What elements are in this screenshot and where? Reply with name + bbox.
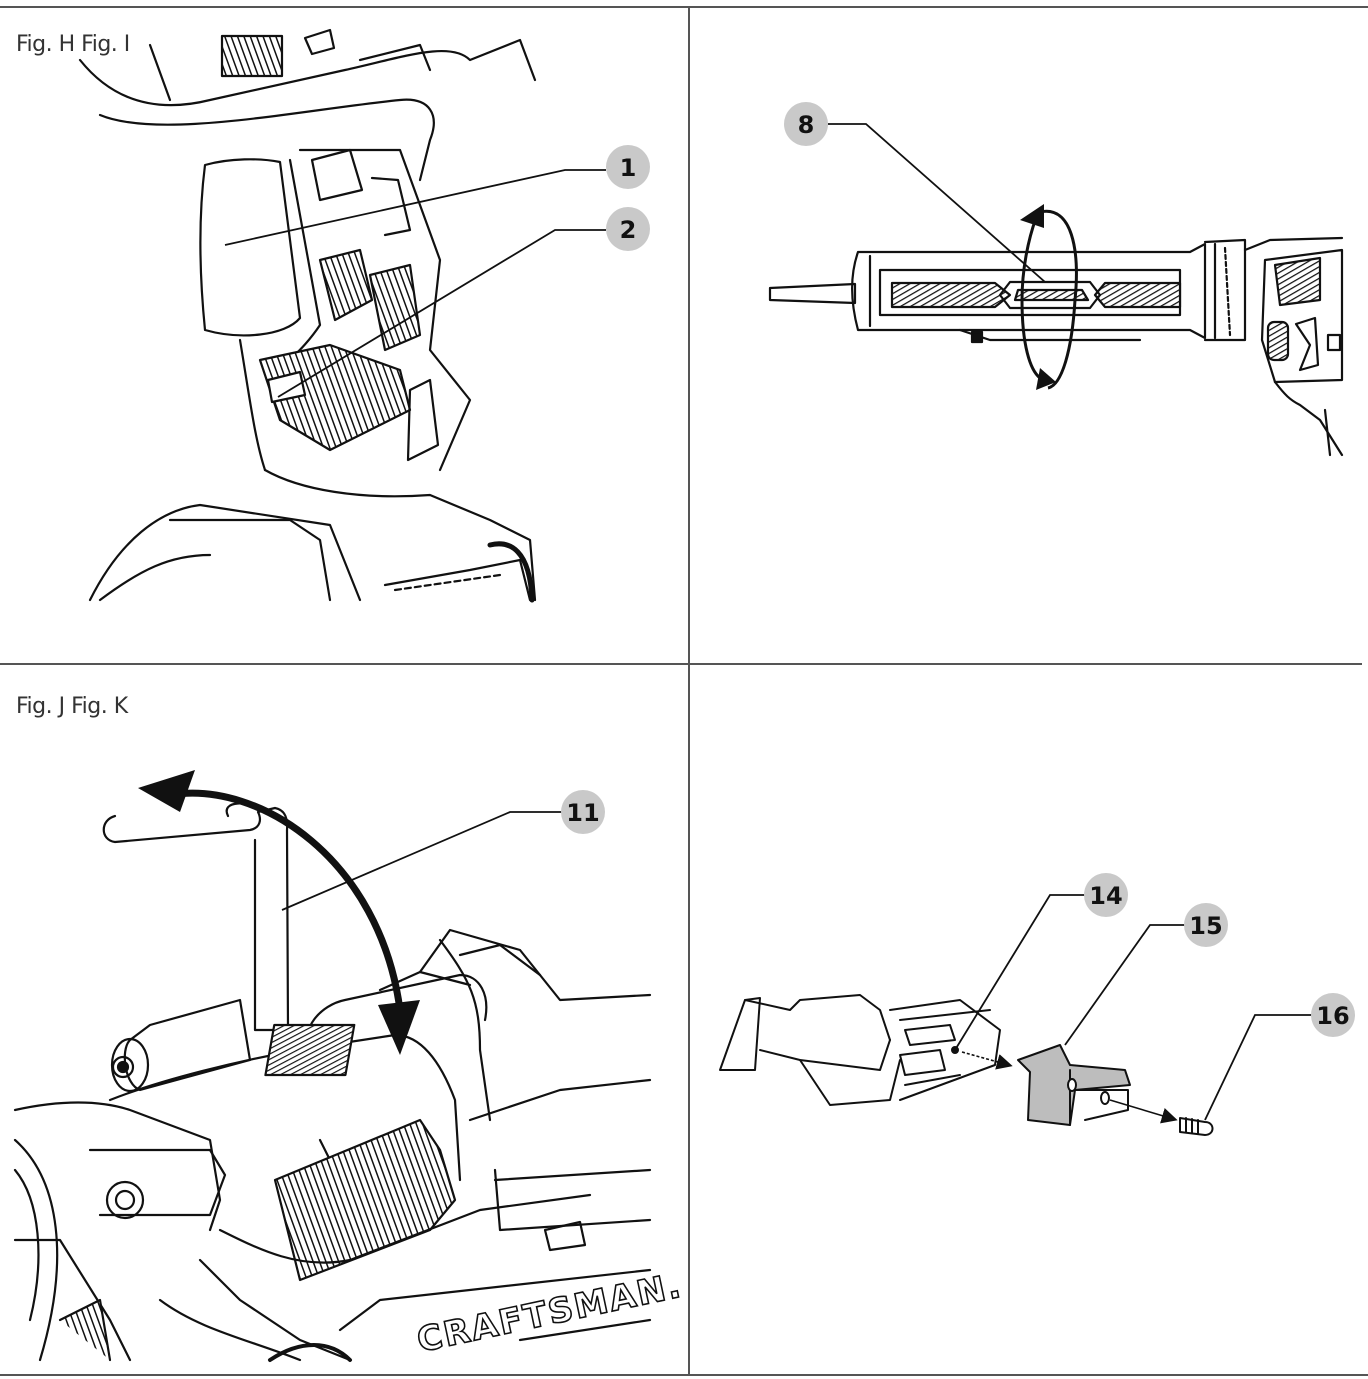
svg-text:1: 1	[620, 154, 637, 182]
fig-j-lever-tool	[13, 802, 652, 1362]
panel-grid	[0, 6, 1368, 1376]
fig-k-bracket-assembly	[719, 994, 1214, 1136]
figure-label-h-i: Fig. H Fig. I	[16, 32, 130, 57]
callout-1: 1	[606, 145, 650, 189]
fig-j-swing-arrow	[138, 770, 420, 1055]
callout-15: 15	[1184, 903, 1228, 947]
svg-text:8: 8	[798, 111, 815, 139]
svg-text:11: 11	[566, 799, 599, 827]
brand-logo: CRAFTSMAN.	[414, 1266, 686, 1361]
fig-h-leaders	[224, 169, 606, 398]
fig-i-saw-shoe	[768, 236, 1344, 457]
svg-text:16: 16	[1316, 1002, 1349, 1030]
figure-label-j-k: Fig. J Fig. K	[16, 694, 128, 719]
callout-11: 11	[561, 790, 605, 834]
callout-2: 2	[606, 207, 650, 251]
svg-text:14: 14	[1089, 882, 1122, 910]
callout-16: 16	[1311, 993, 1355, 1037]
fig-i-leader	[828, 123, 1046, 283]
fig-j-leader	[281, 811, 562, 911]
svg-text:2: 2	[620, 216, 637, 244]
fig-i-rotation-arrows	[1020, 209, 1078, 390]
fig-i-arrowheads	[1020, 204, 1056, 390]
callout-14: 14	[1084, 873, 1128, 917]
fig-k-leaders	[954, 894, 1312, 1121]
svg-text:15: 15	[1189, 912, 1222, 940]
fig-h-tool-handle	[78, 28, 537, 603]
fig-k-assembly-arrows	[961, 1051, 1178, 1124]
callout-8: 8	[784, 102, 828, 146]
